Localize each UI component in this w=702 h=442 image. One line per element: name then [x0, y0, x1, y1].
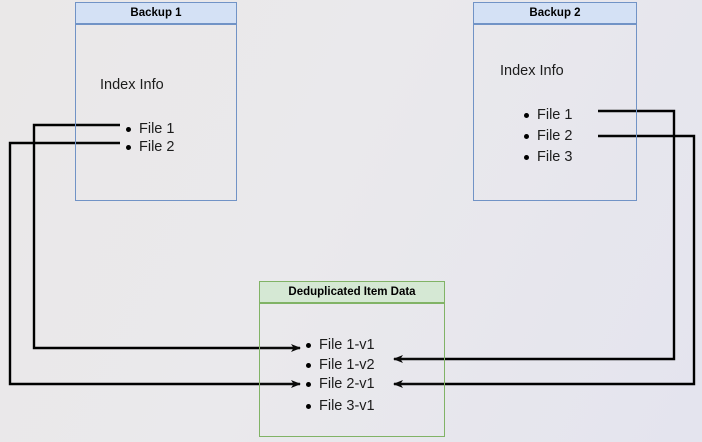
backup-2-file-list: File 1 File 2 File 3	[522, 105, 572, 168]
list-item: File 1-v1	[304, 336, 375, 356]
node-backup-1[interactable]: Backup 1 Index Info File 1 File 2	[75, 2, 237, 201]
dedup-file-list: File 1-v1 File 1-v2 File 2-v1 File 3-v1	[304, 336, 375, 416]
node-backup-2-body: Index Info File 1 File 2 File 3	[473, 24, 637, 201]
backup-1-index-info-label: Index Info	[100, 77, 164, 93]
list-item: File 3-v1	[304, 397, 375, 417]
backup-1-file-list: File 1 File 2	[124, 120, 174, 156]
list-item: File 2	[522, 126, 572, 147]
node-backup-1-body: Index Info File 1 File 2	[75, 24, 237, 201]
list-item: File 3	[522, 147, 572, 168]
node-deduplicated-item-data-header: Deduplicated Item Data	[259, 281, 445, 303]
node-backup-2[interactable]: Backup 2 Index Info File 1 File 2 File 3	[473, 2, 637, 201]
list-item: File 2	[124, 138, 174, 156]
list-item: File 1	[124, 120, 174, 138]
backup-2-index-info-label: Index Info	[500, 63, 564, 79]
connector-backup1-file1	[32, 123, 301, 352]
list-item: File 2-v1	[304, 375, 375, 395]
node-backup-1-header: Backup 1	[75, 2, 237, 24]
connector-backup1-file2	[8, 141, 301, 388]
list-item: File 1-v2	[304, 356, 375, 376]
list-item: File 1	[522, 105, 572, 126]
node-backup-2-header: Backup 2	[473, 2, 637, 24]
node-deduplicated-item-data[interactable]: Deduplicated Item Data File 1-v1 File 1-…	[259, 281, 445, 437]
node-deduplicated-item-data-body: File 1-v1 File 1-v2 File 2-v1 File 3-v1	[259, 303, 445, 437]
connector-backup2-file2	[393, 134, 696, 388]
